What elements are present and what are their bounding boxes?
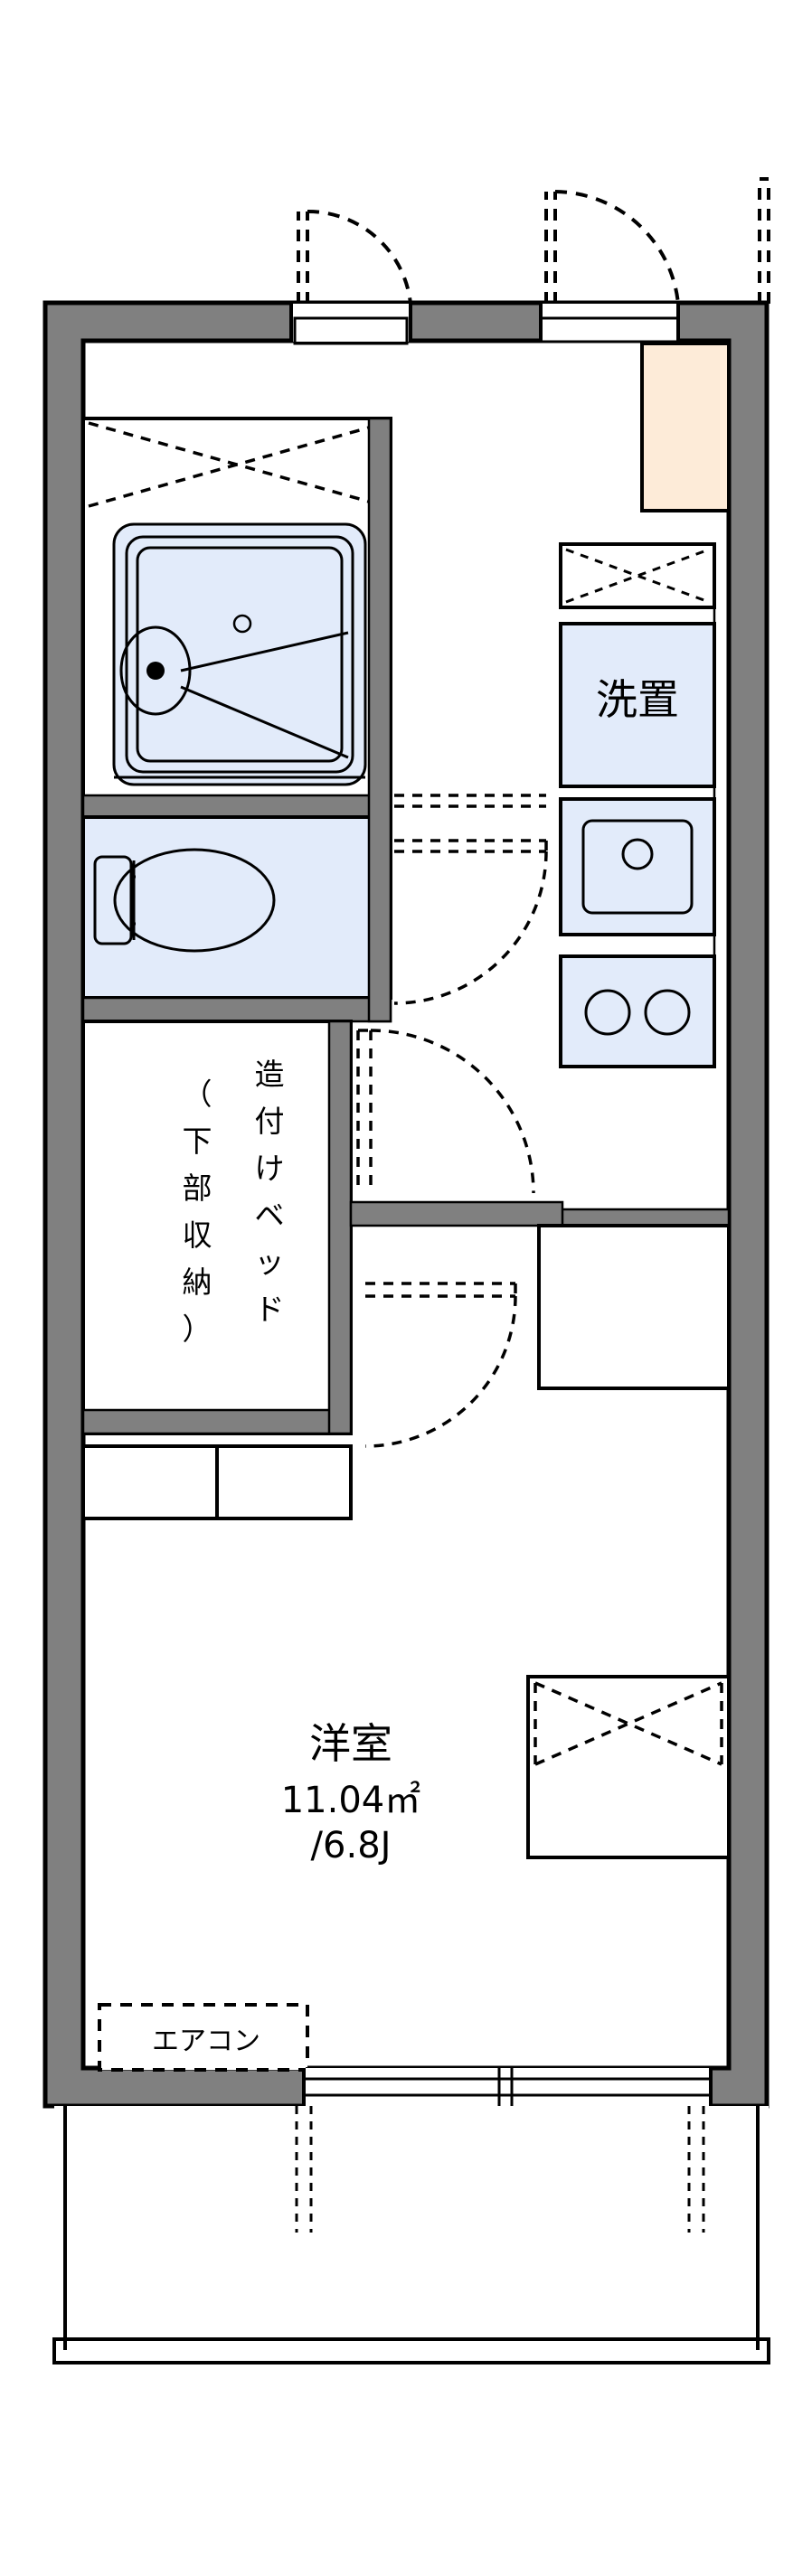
entrance-tataki-outline	[640, 342, 731, 512]
corridor-partition	[351, 1202, 562, 1226]
toilet-bowl	[113, 848, 276, 953]
room-area: 11.04㎡	[281, 1780, 421, 1821]
bed-label-c6: ド	[255, 1292, 285, 1327]
laundry-upper-cabinet	[559, 542, 716, 609]
entrance-area	[640, 342, 731, 512]
sanitary-right-wall	[369, 418, 391, 1021]
bed-bottom-wall	[83, 1410, 351, 1434]
toilet-door[interactable]	[393, 839, 548, 1005]
bed-storage-c5: 納	[183, 1264, 212, 1300]
aircon-label: エアコン	[152, 2026, 260, 2057]
stove-unit	[559, 954, 716, 1068]
corridor-closet	[537, 1224, 731, 1390]
balcony	[52, 2106, 770, 2364]
toilet-bottom-wall	[83, 998, 391, 1021]
bed-storage-c6: ）	[183, 1312, 212, 1347]
bed-label-c3: け	[255, 1151, 285, 1186]
bed-label-c1: 造	[255, 1057, 285, 1092]
bathroom	[81, 417, 392, 818]
bed-label-c2: 付	[255, 1104, 285, 1139]
toilet-tank	[93, 855, 133, 945]
bed-right-wall	[329, 1021, 351, 1434]
burner-right	[644, 989, 691, 1036]
laundry-label: 洗置	[596, 675, 679, 724]
room-title: 洋室	[309, 1719, 392, 1768]
wash-basin	[119, 625, 192, 716]
bed-storage-c2: 下	[183, 1123, 212, 1159]
balcony-window[interactable]	[302, 2068, 713, 2106]
air-conditioner-slot: エアコン	[98, 2003, 309, 2072]
bed-storage-c3: 部	[183, 1170, 212, 1206]
bathroom-door[interactable]	[394, 794, 546, 808]
bath-toilet-divider	[83, 795, 391, 817]
burner-left	[584, 989, 631, 1036]
sink-faucet	[621, 838, 654, 870]
sink-basin	[581, 819, 694, 915]
kitchen-sink-unit	[559, 797, 716, 936]
room-entry-door[interactable]	[356, 1029, 535, 1194]
room-jo: /6.8J	[311, 1825, 392, 1866]
corridor-closet-door[interactable]	[364, 1282, 517, 1448]
bed-label-c4: ベ	[255, 1198, 285, 1233]
main-room: 洋室 11.04㎡ /6.8J	[281, 1719, 421, 1866]
bed-label-c5: ッ	[255, 1245, 285, 1280]
toilet-room	[81, 815, 392, 1000]
entrance-door[interactable]	[539, 177, 770, 343]
laundry-space: 洗置	[559, 622, 716, 788]
built-in-bed-area: 造 付 け ベ ッ ド （ 下 部 収 納 ）	[81, 1020, 353, 1435]
entrance-tataki	[642, 343, 729, 511]
overhead-storage	[81, 1444, 353, 1520]
room-closet	[526, 1675, 731, 1859]
bed-storage-c4: 収	[183, 1217, 212, 1253]
bath-door-upper[interactable]	[289, 209, 412, 345]
bed-storage-c1: （	[183, 1076, 212, 1112]
